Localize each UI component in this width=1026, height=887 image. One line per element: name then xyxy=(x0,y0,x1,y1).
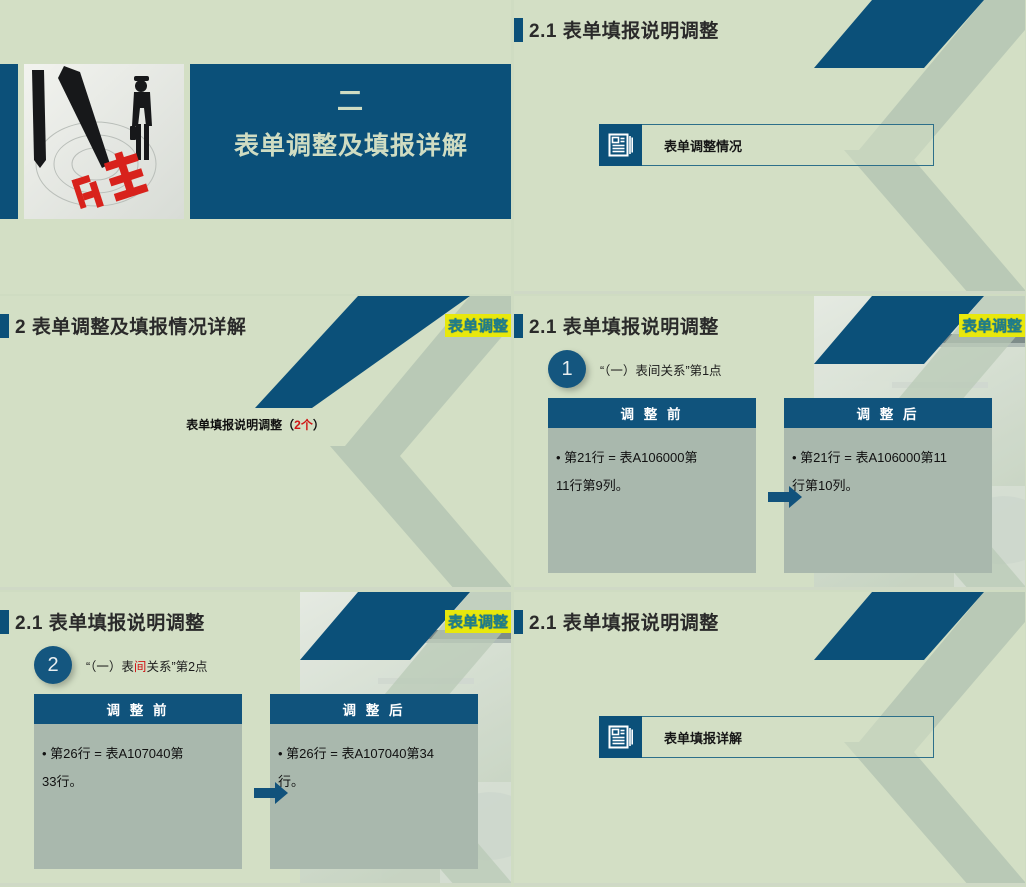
content-card[interactable]: 表单填报详解 xyxy=(599,716,934,758)
step-row: 2 “（一）表间关系”第2点 xyxy=(34,646,208,684)
status-badge: 表单调整 xyxy=(444,314,511,337)
after-column-body: • 第21行 = 表A106000第11 行第10列。 xyxy=(784,428,992,573)
caption-tail: ） xyxy=(312,418,325,432)
card-label: 表单调整情况 xyxy=(642,124,934,166)
background-decoration xyxy=(0,296,511,590)
header-tick xyxy=(514,609,523,634)
after-column: 调 整 后 • 第21行 = 表A106000第11 行第10列。 xyxy=(784,398,992,573)
slide-6-section-card[interactable]: 2.1 表单填报说明调整 表单填报 xyxy=(514,592,1025,886)
step-caption-highlight: 间 xyxy=(133,659,147,674)
after-line-2: 行第10列。 xyxy=(792,477,859,493)
step-number-badge: 2 xyxy=(34,646,72,684)
slide-header: 2 表单调整及填报情况详解 xyxy=(0,312,246,339)
header-tick xyxy=(0,609,9,634)
comparison-columns: 调 整 前 • 第21行 = 表A106000第 11行第9列。 调 整 后 •… xyxy=(548,398,1003,573)
step-caption-post: 关系”第2点 xyxy=(146,659,208,674)
title-panel: 二 表单调整及填报详解 xyxy=(190,64,511,219)
before-line-2: 33行。 xyxy=(42,773,83,789)
before-column-body: • 第21行 = 表A106000第 11行第9列。 xyxy=(548,428,756,573)
arrow-right-icon xyxy=(254,782,288,804)
caption-main: 表单填报说明调整（ xyxy=(186,418,295,432)
status-badge: 表单调整 xyxy=(958,314,1025,337)
header-tick xyxy=(0,313,9,338)
before-line-2: 11行第9列。 xyxy=(556,477,629,493)
slide-5-compare[interactable]: 2.1 表单填报说明调整 表单调整 2 “（一）表间关系”第2点 调 整 前 •… xyxy=(0,592,511,886)
slide-4-compare[interactable]: 2.1 表单填报说明调整 表单调整 1 “（一）表间关系”第1点 调 整 前 •… xyxy=(514,296,1025,590)
after-column-title: 调 整 后 xyxy=(270,694,478,724)
step-caption-post: 关系”第1点 xyxy=(660,363,722,378)
arrow-right-icon xyxy=(768,486,802,508)
header-title: 2.1 表单填报说明调整 xyxy=(15,613,205,634)
before-column: 调 整 前 • 第26行 = 表A107040第 33行。 xyxy=(34,694,242,869)
step-caption-pre: “（一）表 xyxy=(86,659,134,674)
content-card[interactable]: 表单调整情况 xyxy=(599,124,934,166)
header-tick xyxy=(514,313,523,338)
caption-count: 2个 xyxy=(294,418,313,432)
header-title: 2 表单调整及填报情况详解 xyxy=(15,317,247,338)
before-column-title: 调 整 前 xyxy=(548,398,756,428)
header-title: 2.1 表单填报说明调整 xyxy=(529,21,719,42)
before-line-1: • 第21行 = 表A106000第 xyxy=(556,450,698,465)
before-column-title: 调 整 前 xyxy=(34,694,242,724)
step-caption: “（一）表间关系”第2点 xyxy=(86,656,208,675)
slide-3-caption[interactable]: 2 表单调整及填报情况详解 表单调整 表单填报说明调整（2个） xyxy=(0,296,511,590)
after-line-1: • 第26行 = 表A107040第34 xyxy=(278,746,434,761)
document-list-icon xyxy=(599,124,642,166)
step-caption-pre: “（一）表 xyxy=(600,363,648,378)
caption-text: 表单填报说明调整（2个） xyxy=(0,416,511,433)
step-caption-highlight: 间 xyxy=(647,363,661,378)
before-column-body: • 第26行 = 表A107040第 33行。 xyxy=(34,724,242,869)
after-column-body: • 第26行 = 表A107040第34 行。 xyxy=(270,724,478,869)
after-line-2: 行。 xyxy=(278,773,305,789)
slide-header: 2.1 表单填报说明调整 xyxy=(514,16,719,43)
after-column-title: 调 整 后 xyxy=(784,398,992,428)
after-column: 调 整 后 • 第26行 = 表A107040第34 行。 xyxy=(270,694,478,869)
comparison-columns: 调 整 前 • 第26行 = 表A107040第 33行。 调 整 后 • 第2… xyxy=(34,694,489,869)
title-accent-bar xyxy=(0,64,18,219)
before-line-1: • 第26行 = 表A107040第 xyxy=(42,746,184,761)
slide-2-section-card[interactable]: 2.1 表单填报说明调整 表单调整 xyxy=(514,0,1025,294)
header-title: 2.1 表单填报说明调整 xyxy=(529,613,719,634)
slide-header: 2.1 表单填报说明调整 xyxy=(514,608,719,635)
header-tick xyxy=(514,17,523,42)
card-label: 表单填报详解 xyxy=(642,716,934,758)
slide-header: 2.1 表单填报说明调整 xyxy=(514,312,719,339)
page-title: 表单调整及填报详解 xyxy=(233,132,468,160)
slide-1-title[interactable]: 二 表单调整及填报详解 xyxy=(0,0,511,294)
step-caption: “（一）表间关系”第1点 xyxy=(600,360,722,379)
step-number-badge: 1 xyxy=(548,350,586,388)
slide-header: 2.1 表单填报说明调整 xyxy=(0,608,205,635)
title-photo xyxy=(24,64,184,219)
status-badge: 表单调整 xyxy=(444,610,511,633)
document-list-icon xyxy=(599,716,642,758)
step-row: 1 “（一）表间关系”第1点 xyxy=(548,350,722,388)
after-line-1: • 第21行 = 表A106000第11 xyxy=(792,450,947,465)
before-column: 调 整 前 • 第21行 = 表A106000第 11行第9列。 xyxy=(548,398,756,573)
section-number: 二 xyxy=(336,86,365,116)
header-title: 2.1 表单填报说明调整 xyxy=(529,317,719,338)
